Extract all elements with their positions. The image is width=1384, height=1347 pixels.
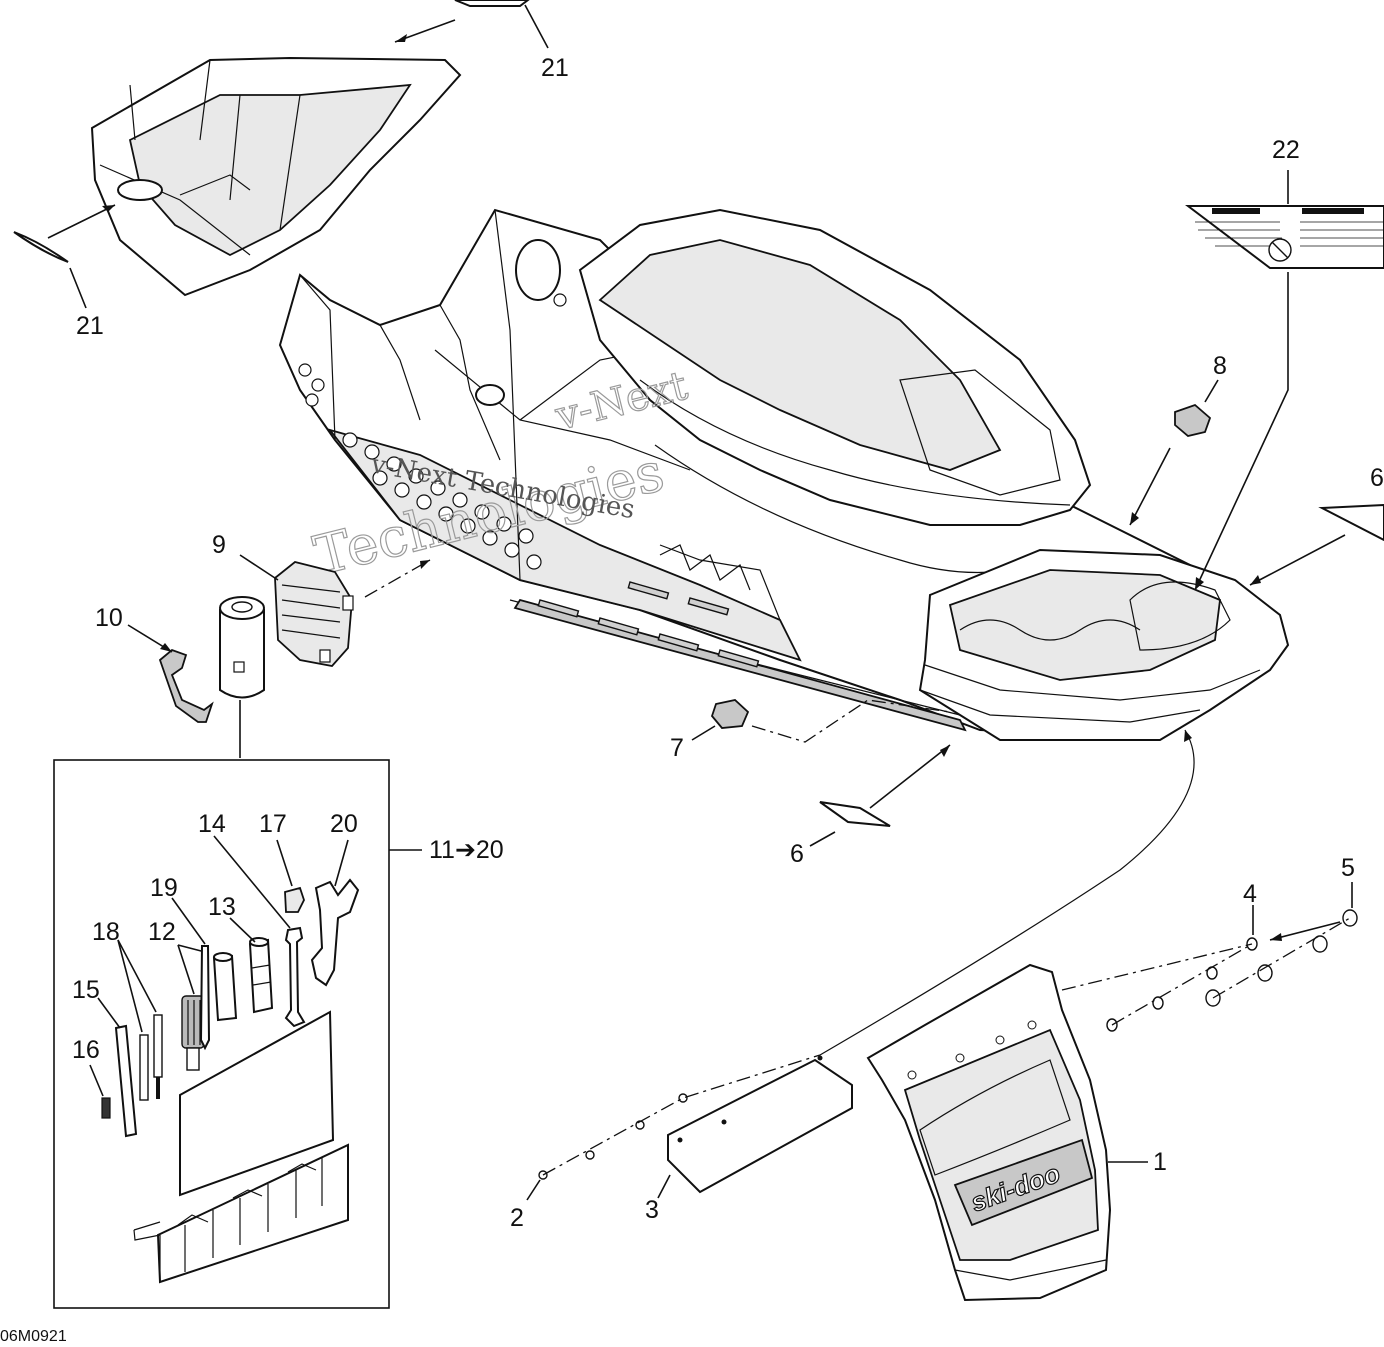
- part-4-rivets: [1106, 937, 1258, 1032]
- tool-19: [199, 945, 211, 1051]
- part-7-clip: [710, 699, 750, 729]
- callout-1: 1: [1153, 1148, 1167, 1176]
- callout-21-left: 21: [76, 312, 104, 340]
- tool-12: [181, 995, 205, 1071]
- seat: [578, 208, 1092, 574]
- part-21-decal-left: [13, 231, 69, 263]
- callout-8: 8: [1213, 352, 1227, 380]
- part-1-rear-flap: ski-doo: [866, 963, 1112, 1302]
- tool-16: [101, 1097, 111, 1119]
- callout-16: 16: [72, 1036, 100, 1064]
- callout-4: 4: [1243, 880, 1257, 908]
- callout-22: 22: [1272, 136, 1300, 164]
- callout-13: 13: [208, 893, 236, 921]
- part-22-warning-decal: [1185, 205, 1384, 269]
- tool-14: [284, 926, 306, 1028]
- part-10-strap: [158, 648, 214, 723]
- part-8-clip: [1174, 403, 1212, 437]
- part-3-plate: [667, 1058, 853, 1194]
- callout-11-20: 11➔20: [429, 836, 504, 864]
- part-2-nuts: [538, 1093, 688, 1180]
- part-6-decal-bottom: [819, 801, 891, 827]
- callout-10: 10: [95, 604, 123, 632]
- callout-14: 14: [198, 810, 226, 838]
- tool-13: [212, 937, 274, 1022]
- tool-15: [114, 1024, 138, 1138]
- callout-20: 20: [330, 810, 358, 838]
- tool-18: [139, 1014, 163, 1101]
- callout-5: 5: [1341, 854, 1355, 882]
- part-21-dash-cover: [90, 56, 462, 297]
- part-21-decal-top: [454, 0, 530, 7]
- callout-6-bottom: 6: [790, 840, 804, 868]
- callout-15: 15: [72, 976, 100, 1004]
- callout-21-top: 21: [541, 54, 569, 82]
- part-5-washers: [1205, 909, 1358, 1007]
- callout-9: 9: [212, 531, 226, 559]
- tool-20: [310, 878, 360, 987]
- callout-6-right: 6: [1370, 464, 1384, 492]
- callout-12: 12: [148, 918, 176, 946]
- tool-pouch: [133, 1010, 349, 1284]
- tool-17: [284, 886, 305, 913]
- callout-17: 17: [259, 810, 287, 838]
- callout-19: 19: [150, 874, 178, 902]
- flap-mount-guide: [819, 729, 1195, 1056]
- callout-2: 2: [510, 1204, 524, 1232]
- part-9-shield: [274, 561, 354, 667]
- part-6-decal-right: [1318, 503, 1384, 542]
- callout-18: 18: [92, 918, 120, 946]
- callout-3: 3: [645, 1196, 659, 1224]
- drawing-code: 06M0921: [0, 1328, 67, 1342]
- rear-rack-bumper: [918, 548, 1290, 741]
- tool-kit-bag: [219, 596, 265, 699]
- callout-7: 7: [670, 734, 684, 762]
